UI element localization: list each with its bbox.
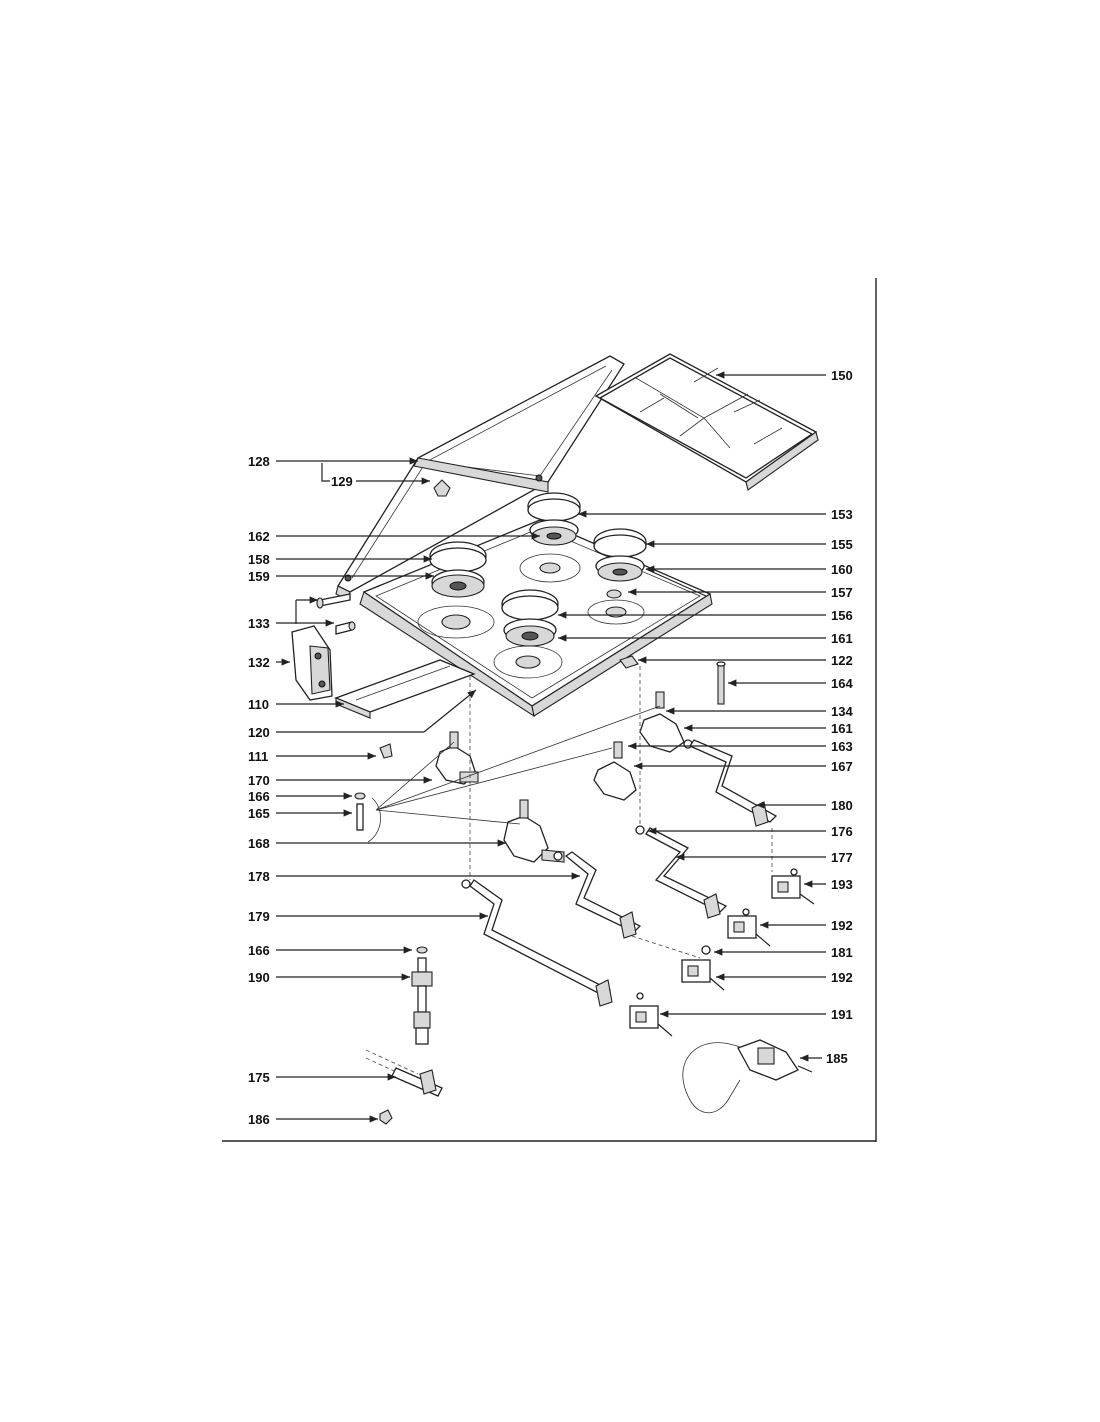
callout-167: 167 — [831, 759, 853, 774]
callout-157: 157 — [831, 585, 853, 600]
thermostat-185 — [682, 1039, 813, 1114]
spark-block — [619, 655, 639, 669]
callout-192-lower: 192 — [831, 970, 853, 985]
callout-163: 163 — [831, 739, 853, 754]
electrode-rod — [716, 661, 726, 705]
gas-tap-192-upper — [727, 908, 771, 947]
callout-133: 133 — [248, 616, 270, 631]
callout-170: 170 — [248, 773, 270, 788]
callout-178: 178 — [248, 869, 270, 884]
burner-cap-front — [501, 589, 559, 647]
callout-111: 111 — [248, 749, 268, 764]
callout-134: 134 — [831, 704, 853, 719]
gas-pipe-177 — [635, 825, 728, 919]
callout-129: 129 — [331, 474, 353, 489]
callout-177: 177 — [831, 850, 853, 865]
burner-injector-small — [606, 589, 622, 599]
callout-176: 176 — [831, 824, 853, 839]
gas-valve-190 — [411, 946, 433, 1045]
burner-body-rear-right — [639, 691, 693, 753]
callout-labels: 128 129 162 158 159 133 132 110 120 111 … — [248, 368, 853, 1127]
callout-186: 186 — [248, 1112, 270, 1127]
callout-159: 159 — [248, 569, 270, 584]
callout-180: 180 — [831, 798, 853, 813]
callout-190: 190 — [248, 970, 270, 985]
hinge-screws — [316, 593, 356, 635]
callout-179: 179 — [248, 909, 270, 924]
callout-110: 110 — [248, 697, 269, 712]
callout-122: 122 — [831, 653, 853, 668]
callout-168: 168 — [248, 836, 270, 851]
callout-165: 165 — [248, 806, 270, 821]
lid-buffer — [433, 479, 451, 497]
gas-pipe-178 — [564, 851, 642, 939]
callout-166-lower: 166 — [248, 943, 270, 958]
burner-body-centre — [503, 799, 565, 863]
gas-pipe-180 — [689, 739, 778, 827]
frame — [222, 278, 877, 1142]
gas-pipe-179 — [461, 879, 613, 1007]
lid-hinge — [291, 625, 333, 701]
retaining-clip — [379, 743, 393, 759]
callout-160: 160 — [831, 562, 853, 577]
burner-body-front-right — [593, 741, 637, 801]
gas-tap-192-lower — [681, 945, 725, 991]
callout-181: 181 — [831, 945, 853, 960]
callout-161-lower: 161 — [831, 721, 853, 736]
callout-185: 185 — [826, 1051, 848, 1066]
gas-tap-191 — [629, 992, 673, 1037]
cable-clip — [379, 1109, 393, 1125]
callout-155: 155 — [831, 537, 853, 552]
pan-support-grid — [594, 353, 819, 491]
callout-164: 164 — [831, 676, 853, 691]
callout-191: 191 — [831, 1007, 853, 1022]
callout-120: 120 — [248, 725, 270, 740]
gas-pipe-175 — [365, 1049, 443, 1097]
callout-150: 150 — [831, 368, 853, 383]
thermocouple-leader-lines — [375, 705, 661, 825]
callout-162: 162 — [248, 529, 270, 544]
callout-158: 158 — [248, 552, 270, 567]
burner-body-left — [435, 731, 479, 785]
callout-161-upper: 161 — [831, 631, 853, 646]
thermocouple-probe — [354, 792, 381, 843]
callout-132: 132 — [248, 655, 270, 670]
front-bracket — [334, 659, 476, 719]
burner-cap-large-left — [429, 541, 487, 598]
burner-cap-right — [593, 528, 647, 582]
callout-153: 153 — [831, 507, 853, 522]
callout-156: 156 — [831, 608, 853, 623]
callout-175: 175 — [248, 1070, 270, 1085]
callout-128: 128 — [248, 454, 270, 469]
alignment-lines — [469, 666, 773, 959]
leader-lines — [276, 371, 826, 1123]
callout-192-upper: 192 — [831, 918, 853, 933]
callout-166-upper: 166 — [248, 789, 270, 804]
burner-cap-rear — [527, 492, 581, 546]
glass-lid — [335, 355, 625, 601]
callout-193: 193 — [831, 877, 853, 892]
gas-tap-193 — [771, 868, 815, 905]
